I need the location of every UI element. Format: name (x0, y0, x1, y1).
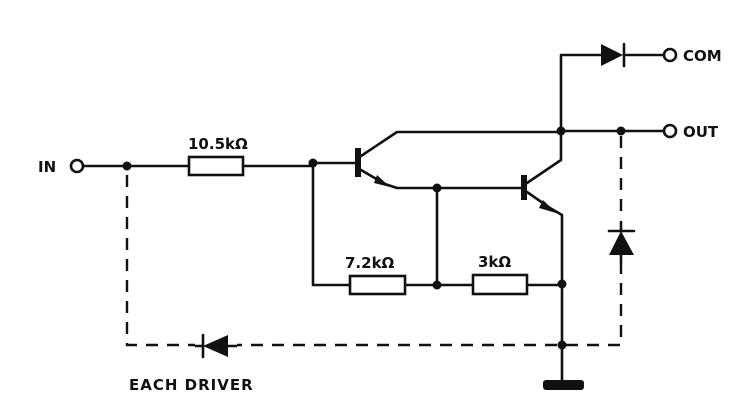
ground-icon (543, 380, 584, 390)
resistor-3k (471, 273, 529, 296)
resistor-7-2k (348, 274, 407, 296)
resistor-3k-label: 3kΩ (478, 253, 511, 271)
emitter-arrow-icon (374, 175, 390, 187)
input-diode-icon (203, 335, 228, 357)
junction (556, 126, 566, 136)
in-terminal (69, 158, 85, 174)
clamp-diode-icon (609, 231, 634, 255)
junction (122, 161, 132, 171)
com-terminal (662, 47, 678, 63)
junction (432, 280, 442, 290)
emitter-arrow-icon (539, 200, 556, 213)
transistor2-base (521, 175, 527, 200)
resistor-10-5k (187, 155, 245, 177)
transistor2-collector (525, 129, 563, 185)
com-diode-icon (601, 44, 623, 66)
junction (557, 279, 567, 289)
in-label: IN (38, 158, 56, 176)
caption: EACH DRIVER (129, 376, 254, 394)
out-label: OUT (683, 123, 719, 141)
resistor-10-5k-label: 10.5kΩ (188, 135, 248, 153)
transistor1-emitter (359, 168, 439, 190)
com-label: COM (683, 47, 722, 65)
out-terminal (662, 123, 678, 139)
junction (557, 340, 567, 350)
transistor1-base (355, 148, 361, 177)
transistor1-collector (359, 130, 562, 158)
com-wire (559, 53, 666, 133)
junction (616, 126, 626, 136)
transistor2-emitter (525, 190, 564, 384)
resistor-7-2k-label: 7.2kΩ (345, 254, 395, 272)
